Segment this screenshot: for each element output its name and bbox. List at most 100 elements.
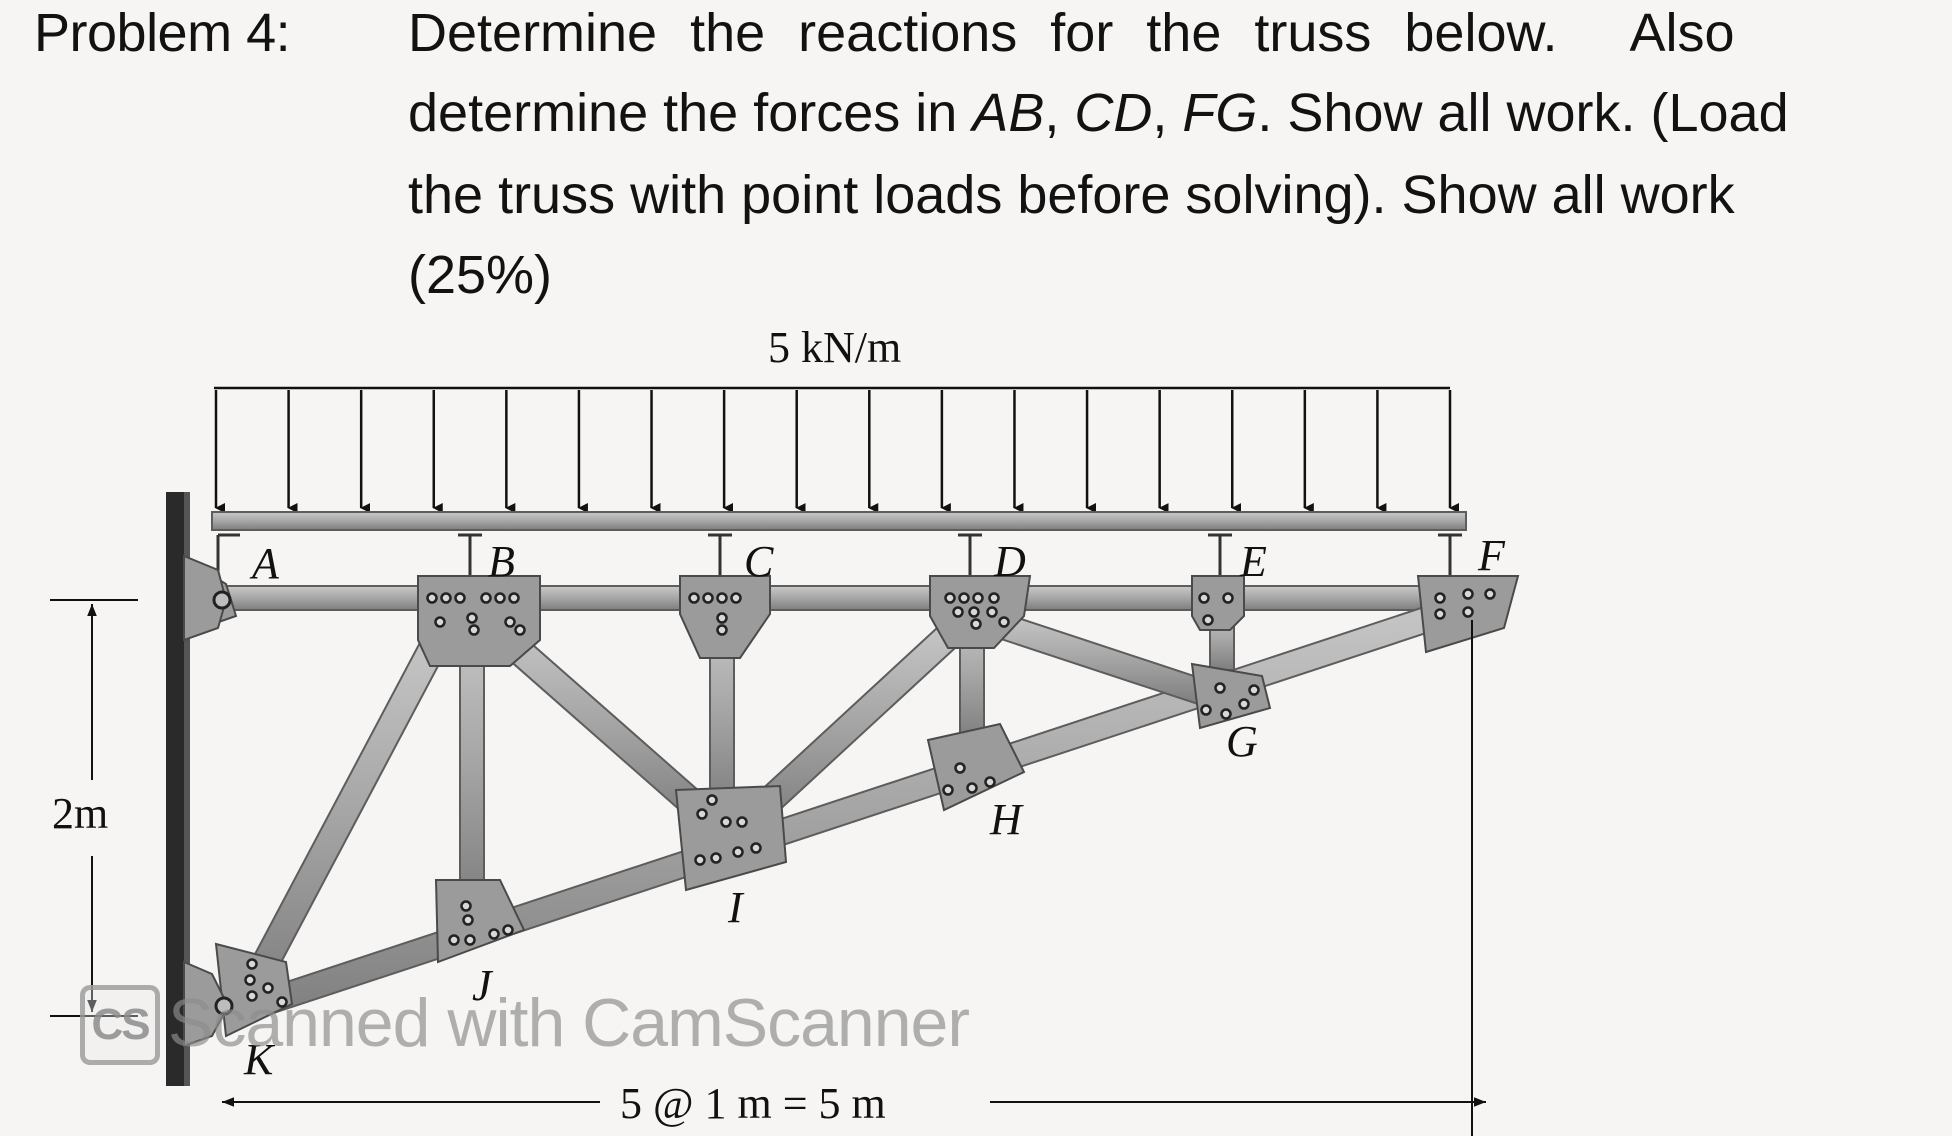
member-fg-label: FG <box>1182 83 1258 143</box>
member-cd-label: CD <box>1074 83 1153 143</box>
truss-members <box>204 580 1510 1028</box>
problem-line-2: determine the forces in AB, CD, FG. Show… <box>408 82 1789 144</box>
rivet <box>688 592 700 604</box>
rivet <box>944 592 956 604</box>
rivet <box>716 592 728 604</box>
span-dimension <box>222 620 1486 1136</box>
rivet <box>468 624 480 636</box>
rivet <box>1200 704 1212 716</box>
rivet <box>716 612 728 624</box>
rivet <box>984 776 996 788</box>
problem-line-1: Determine the reactions for the truss be… <box>408 2 1735 64</box>
plate-e <box>1191 575 1245 631</box>
problem-label: Problem 4: <box>34 3 291 63</box>
rivet <box>1202 614 1214 626</box>
pin-k <box>214 996 234 1016</box>
problem-line-1-tail: Also <box>1629 3 1735 63</box>
rivet <box>1220 708 1232 720</box>
rivet <box>454 592 466 604</box>
load-label: 5 kN/m <box>768 323 901 372</box>
node-label-g: G <box>1226 717 1258 766</box>
rivet <box>720 816 732 828</box>
rivet <box>730 592 742 604</box>
rivet <box>1434 592 1446 604</box>
rivet <box>440 592 452 604</box>
rivet <box>710 852 722 864</box>
pin-bracket-a <box>183 554 228 642</box>
member-dg <box>990 610 1208 706</box>
rivet <box>972 592 984 604</box>
node-label-f: F <box>1477 531 1506 580</box>
node-label-j: J <box>472 961 494 1010</box>
rivet <box>970 618 982 630</box>
camscanner-watermark: Scanned with CamScanner <box>168 985 970 1061</box>
problem-line-1-main: Determine the reactions for the truss be… <box>408 3 1558 63</box>
rivet <box>504 616 516 628</box>
rivet <box>262 982 274 994</box>
rivet <box>958 592 970 604</box>
problem-line-2-post: . Show all work. (Load <box>1257 83 1789 143</box>
wall-support <box>166 492 184 1086</box>
rivet <box>244 974 256 986</box>
rivet <box>966 782 978 794</box>
node-label-d: D <box>993 537 1026 586</box>
rivet <box>466 612 478 624</box>
rivet <box>716 624 728 636</box>
rivet <box>942 784 954 796</box>
separator-1: , <box>1044 83 1075 143</box>
rivet <box>706 794 718 806</box>
deck-hangers <box>216 533 1462 578</box>
member-ab-label: AB <box>972 83 1045 143</box>
rivet <box>426 592 438 604</box>
plate-i <box>674 784 788 892</box>
rivet <box>246 958 258 970</box>
rivet <box>1198 592 1210 604</box>
problem-line-4: (25%) <box>408 245 553 305</box>
rivet <box>480 592 492 604</box>
rivet <box>988 592 1000 604</box>
node-label-i: I <box>727 883 745 932</box>
pin-bracket-k <box>183 960 230 1048</box>
rivet <box>954 762 966 774</box>
camscanner-logo-icon: CS <box>80 985 160 1065</box>
rivet <box>246 990 258 1002</box>
rivet <box>1434 608 1446 620</box>
node-label-b: B <box>488 537 515 586</box>
rivet <box>448 934 460 946</box>
wall-face <box>184 492 190 1086</box>
rivet <box>276 996 288 1008</box>
rivet <box>488 928 500 940</box>
rivet <box>1214 682 1226 694</box>
top-chord-af <box>204 585 1486 611</box>
rivet <box>696 808 708 820</box>
plate-g <box>1190 662 1272 730</box>
rivet <box>494 592 506 604</box>
rivet <box>702 592 714 604</box>
rivet <box>460 900 472 912</box>
deck-beam <box>211 511 1467 531</box>
rivet <box>998 616 1010 628</box>
load-arrows <box>214 390 1459 513</box>
rivet <box>508 592 520 604</box>
rivet <box>434 616 446 628</box>
rivet <box>1462 588 1474 600</box>
rivet <box>462 914 474 926</box>
problem-line-3: the truss with point loads before solvin… <box>408 165 1735 225</box>
rivets <box>244 588 1496 1008</box>
rivet <box>694 854 706 866</box>
node-label-a: A <box>249 539 280 588</box>
rivet <box>1462 606 1474 618</box>
height-dim-label: 2m <box>52 789 108 838</box>
rivet <box>986 606 998 618</box>
rivet <box>968 606 980 618</box>
rivet <box>502 924 514 936</box>
rivet <box>464 934 476 946</box>
rivet <box>514 624 526 636</box>
node-label-e: E <box>1239 537 1267 586</box>
span-dim-label: 5 @ 1 m = 5 m <box>620 1079 886 1128</box>
plate-j <box>434 879 526 964</box>
rivet <box>1248 684 1260 696</box>
pin-a <box>212 590 232 610</box>
rivet <box>750 842 762 854</box>
